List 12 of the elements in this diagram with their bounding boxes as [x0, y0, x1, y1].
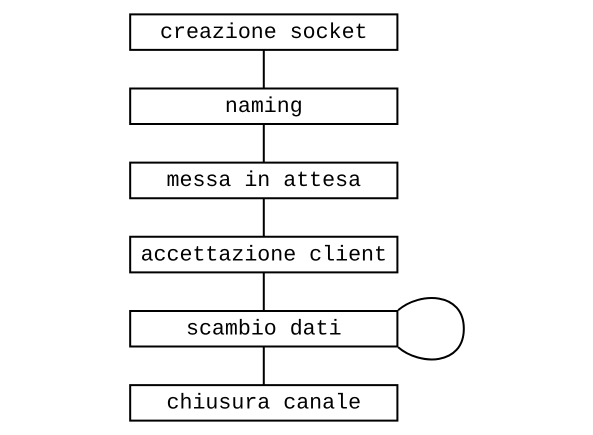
connector — [262, 198, 264, 237]
connector — [262, 272, 264, 311]
connector — [262, 124, 264, 162]
node-box: accettazione client — [128, 236, 398, 274]
connector — [397, 297, 464, 360]
connector — [262, 346, 264, 385]
node-box: naming — [128, 88, 398, 126]
node-box: scambio dati — [128, 310, 398, 348]
node-box: messa in attesa — [128, 162, 398, 200]
node-box: chiusura canale — [128, 384, 398, 422]
node-box: creazione socket — [128, 13, 398, 51]
connector — [262, 50, 264, 88]
